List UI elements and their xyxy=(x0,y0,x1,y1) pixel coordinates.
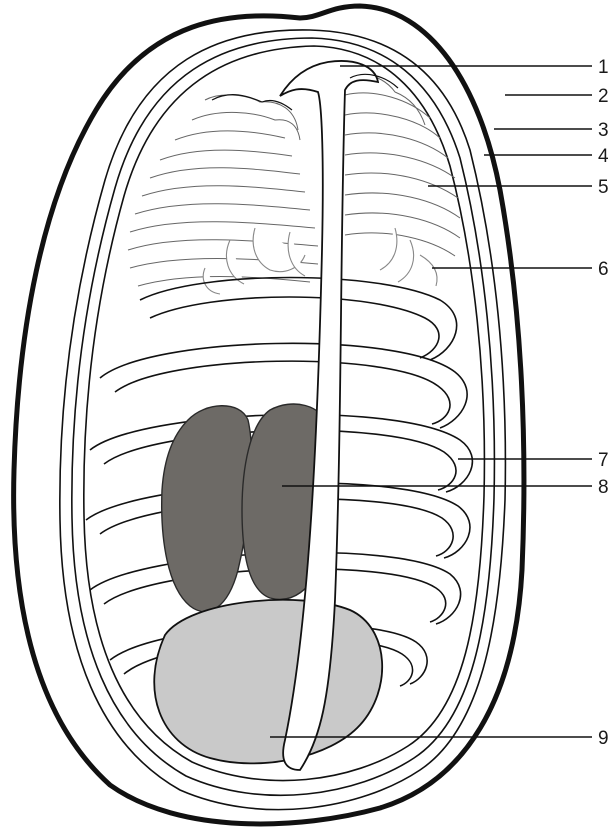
label-2: 2 xyxy=(598,86,609,107)
label-4: 4 xyxy=(598,146,609,167)
label-3: 3 xyxy=(598,120,609,141)
label-1: 1 xyxy=(598,57,609,78)
label-6: 6 xyxy=(598,259,609,280)
label-5: 5 xyxy=(598,177,609,198)
label-7: 7 xyxy=(598,450,609,471)
label-9: 9 xyxy=(598,728,609,749)
label-8: 8 xyxy=(598,477,609,498)
